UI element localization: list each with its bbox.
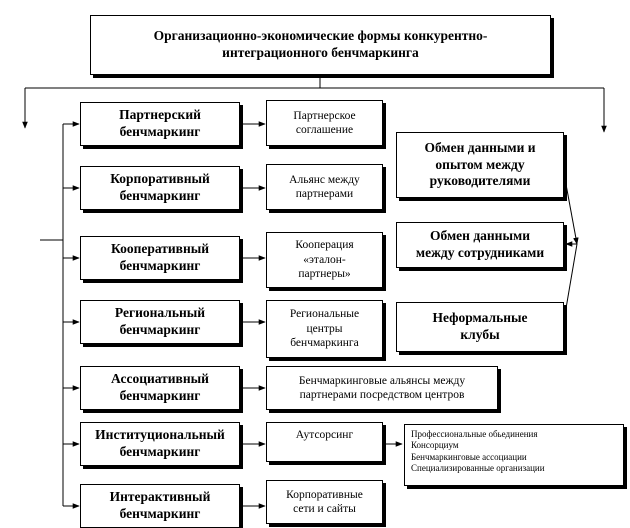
form-associative: Ассоциативный бенчмаркинг <box>80 366 240 410</box>
mechanism-corporate: Альянс между партнерами <box>266 164 383 210</box>
exchange-informal-clubs: Неформальные клубы <box>396 302 564 352</box>
list-item: Бенчмаркинговые ассоциации <box>411 451 527 462</box>
mechanism-interactive: Корпоративные сети и сайты <box>266 480 383 524</box>
diagram-title: Организационно-экономические формы конку… <box>90 15 551 75</box>
form-corporate: Корпоративный бенчмаркинг <box>80 166 240 210</box>
list-item: Профессиональные обьединения <box>411 429 538 439</box>
list-item: Специализированные организации <box>411 462 545 473</box>
mechanism-partner: Партнерское соглашение <box>266 100 383 146</box>
mechanism-regional: Региональные центры бенчмаркинга <box>266 300 383 358</box>
form-cooperative: Кооперативный бенчмаркинг <box>80 236 240 280</box>
mechanism-associative: Бенчмаркинговые альянсы между партнерами… <box>266 366 498 410</box>
exchange-employees: Обмен данными между сотрудниками <box>396 222 564 268</box>
mechanism-cooperative: Кооперация «эталон- партнеры» <box>266 232 383 288</box>
mechanism-outsourcing: Аутсорсинг <box>266 422 383 462</box>
form-regional: Региональный бенчмаркинг <box>80 300 240 344</box>
form-interactive: Интерактивный бенчмаркинг <box>80 484 240 528</box>
list-item: Консорциум <box>411 440 459 451</box>
form-institutional: Институциональный бенчмаркинг <box>80 422 240 466</box>
exchange-managers: Обмен данными и опытом между руководител… <box>396 132 564 198</box>
outsourcing-organizations-list: Профессиональные обьединения Консорциум … <box>404 424 624 486</box>
form-partner: Партнерский бенчмаркинг <box>80 102 240 146</box>
